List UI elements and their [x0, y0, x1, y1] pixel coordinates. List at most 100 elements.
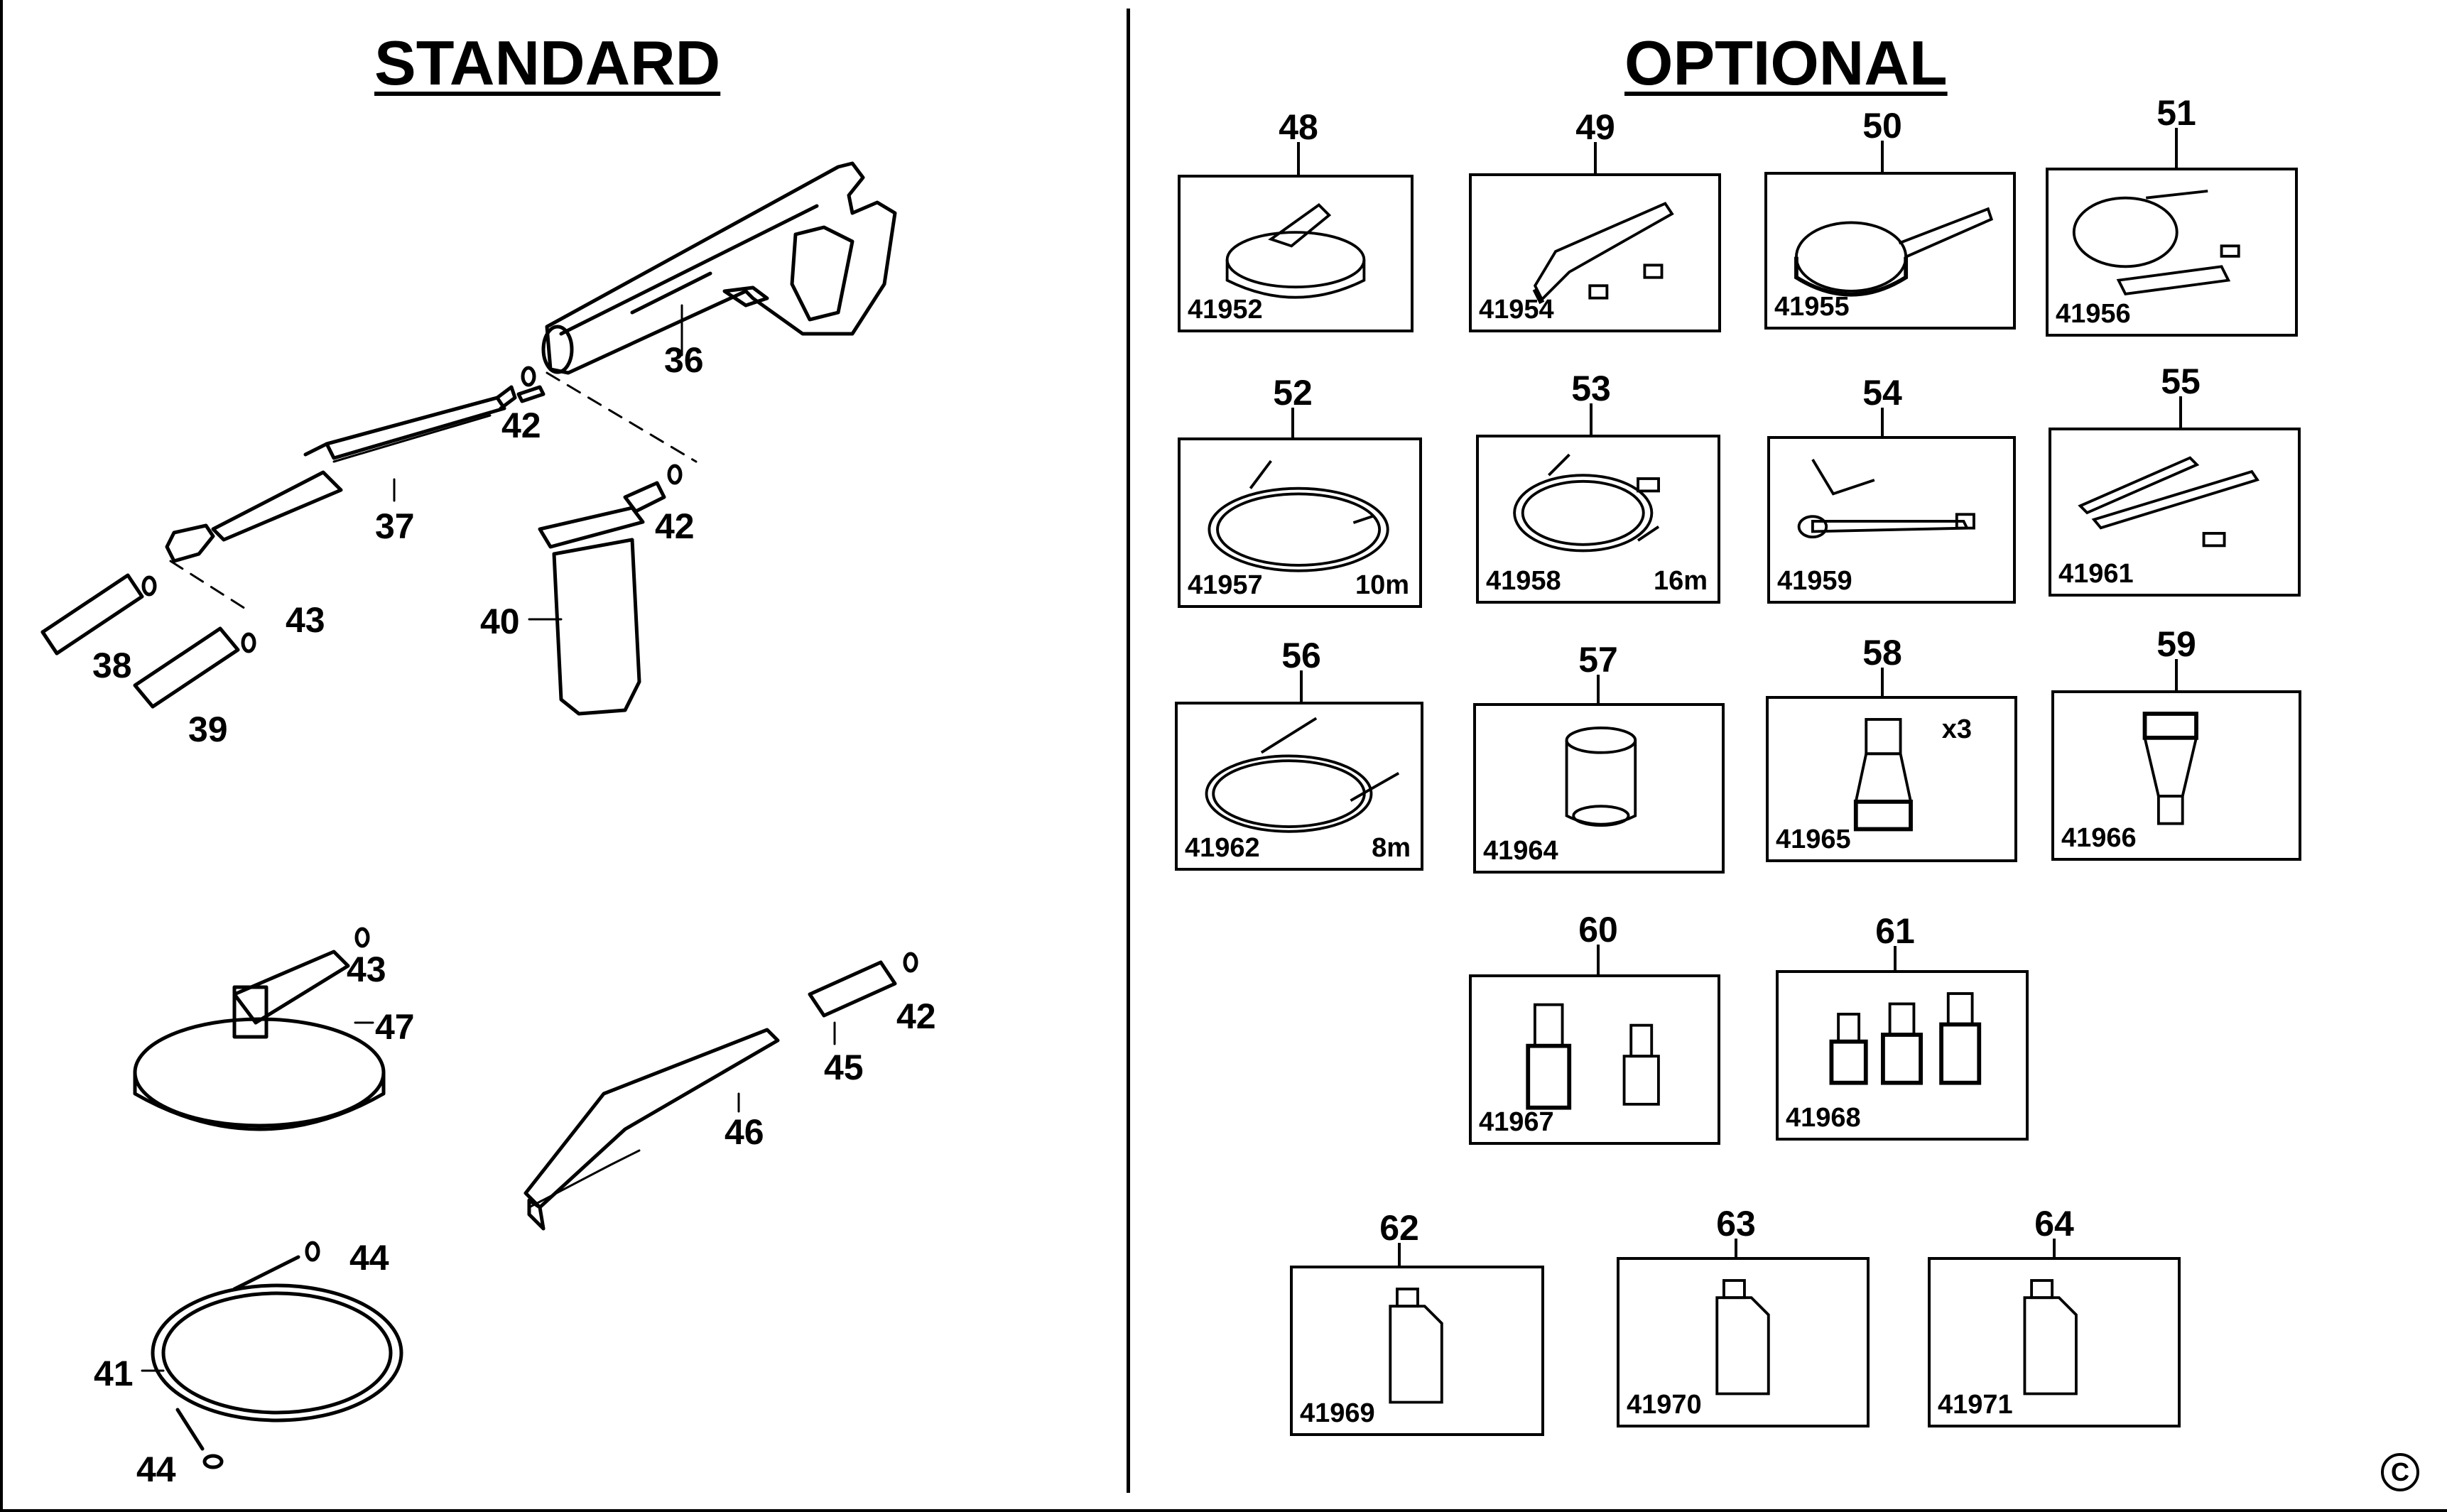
- callout-42a: 42: [501, 406, 541, 445]
- part-51-box: 41956: [2046, 168, 2298, 337]
- part-50-box: 41955: [1764, 172, 2016, 330]
- callout-43b: 43: [347, 950, 386, 989]
- part-number-53: 53: [1571, 369, 1611, 408]
- rotary-brush-icon: [1794, 207, 1994, 297]
- part-length-10m: 10m: [1355, 570, 1409, 600]
- callout-42b: 42: [655, 506, 695, 546]
- optional-title: OPTIONAL: [1624, 28, 1948, 98]
- part-62-box: 41969: [1290, 1266, 1544, 1436]
- standard-parts-drawing: [40, 161, 918, 1469]
- part-49-box: 41954: [1469, 173, 1721, 332]
- part-number-60: 60: [1578, 910, 1618, 950]
- part-59-box: 41966: [2051, 690, 2301, 861]
- part-48-box: 41952: [1178, 175, 1414, 332]
- part-code-41966: 41966: [2061, 823, 2137, 853]
- part-number-63: 63: [1716, 1204, 1756, 1244]
- lance-icon: [165, 385, 546, 563]
- callout-44b: 44: [136, 1450, 176, 1489]
- part-number-55: 55: [2161, 361, 2201, 401]
- hose-icon: [151, 1241, 403, 1469]
- part-code-41961: 41961: [2058, 559, 2134, 589]
- callout-46: 46: [725, 1112, 764, 1152]
- brush-icon: [523, 952, 918, 1231]
- part-56-box: 41962 8m: [1175, 702, 1423, 871]
- brush-icon: [1532, 202, 1674, 305]
- part-code-41955: 41955: [1774, 292, 1850, 322]
- part-number-50: 50: [1862, 106, 1902, 146]
- coupling-icon: [1565, 726, 1637, 827]
- callout-36: 36: [664, 340, 704, 380]
- part-number-59: 59: [2156, 624, 2196, 664]
- part-number-52: 52: [1273, 373, 1313, 413]
- part-57-box: 41964: [1473, 703, 1725, 874]
- part-code-41970: 41970: [1627, 1390, 1702, 1420]
- callout-40: 40: [480, 602, 520, 641]
- part-number-58: 58: [1862, 633, 1902, 673]
- part-number-64: 64: [2034, 1204, 2074, 1244]
- part-number-57: 57: [1578, 640, 1618, 680]
- part-number-49: 49: [1575, 107, 1615, 147]
- part-number-56: 56: [1281, 636, 1321, 675]
- callout-44a: 44: [349, 1238, 389, 1278]
- part-53-box: 41958 16m: [1476, 435, 1720, 604]
- part-number-54: 54: [1862, 373, 1902, 413]
- part-58-box: 41965 x3: [1766, 696, 2017, 862]
- callout-41: 41: [94, 1354, 134, 1393]
- hose-icon: [1205, 717, 1400, 833]
- part-code-41957: 41957: [1188, 570, 1263, 600]
- part-64-box: 41971: [1928, 1257, 2181, 1427]
- bottle-icon: [1715, 1279, 1770, 1396]
- part-code-41969: 41969: [1300, 1398, 1375, 1428]
- lance-extension-icon: [2078, 456, 2259, 548]
- standard-title: STANDARD: [374, 28, 721, 98]
- angled-lance-icon: [1797, 458, 1975, 539]
- patio-cleaner-icon: [133, 927, 386, 1131]
- part-number-61: 61: [1875, 911, 1915, 951]
- nozzle-icon: [1853, 718, 1913, 832]
- part-code-41971: 41971: [1938, 1390, 2013, 1420]
- adapter-icon: [1526, 1003, 1660, 1110]
- patio-cleaner-icon: [1225, 203, 1366, 299]
- part-number-62: 62: [1379, 1208, 1419, 1248]
- bottle-icon: [2023, 1279, 2078, 1396]
- part-code-41952: 41952: [1188, 295, 1263, 325]
- hose-icon: [1513, 453, 1660, 553]
- callout-47: 47: [375, 1007, 415, 1047]
- callout-43a: 43: [286, 600, 325, 640]
- nozzle-icon: [40, 573, 157, 656]
- copyright-icon: C: [2381, 1453, 2419, 1491]
- part-code-41959: 41959: [1777, 566, 1852, 596]
- part-number-48: 48: [1279, 107, 1318, 147]
- adapter-set-icon: [1829, 992, 1982, 1085]
- part-54-box: 41959: [1767, 436, 2016, 604]
- callout-38: 38: [92, 646, 132, 685]
- turbo-nozzle-icon: [133, 626, 256, 709]
- part-60-box: 41967: [1469, 974, 1720, 1145]
- part-length-8m: 8m: [1372, 833, 1411, 863]
- part-code-41967: 41967: [1479, 1107, 1554, 1137]
- part-number-51: 51: [2156, 93, 2196, 133]
- nozzle-icon: [2142, 712, 2198, 825]
- spray-gun-icon: [541, 161, 897, 375]
- part-code-41958: 41958: [1486, 566, 1561, 596]
- part-63-box: 41970: [1617, 1257, 1870, 1427]
- part-code-41954: 41954: [1479, 295, 1554, 325]
- part-55-box: 41961: [2049, 428, 2301, 597]
- part-code-41965: 41965: [1776, 825, 1851, 854]
- section-divider: [1127, 9, 1130, 1493]
- callout-37: 37: [375, 506, 415, 546]
- part-code-41964: 41964: [1483, 836, 1558, 866]
- part-length-16m: 16m: [1653, 566, 1708, 596]
- bottle-icon: [1389, 1288, 1443, 1404]
- part-code-41968: 41968: [1786, 1103, 1861, 1133]
- callout-39: 39: [188, 709, 228, 749]
- part-code-41962: 41962: [1185, 833, 1260, 863]
- callout-45: 45: [824, 1048, 864, 1087]
- part-52-box: 41957 10m: [1178, 437, 1422, 608]
- part-quantity-x3: x3: [1941, 714, 1972, 744]
- detergent-bottle-icon: [538, 481, 666, 716]
- callout-42c: 42: [896, 996, 936, 1036]
- hose-icon: [1208, 459, 1389, 572]
- part-61-box: 41968: [1776, 970, 2029, 1141]
